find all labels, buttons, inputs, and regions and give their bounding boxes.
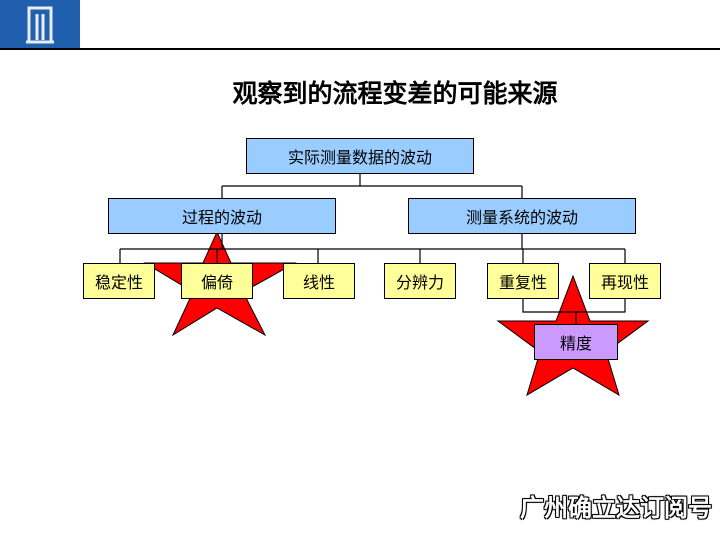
reproducibility-box: 再现性 bbox=[589, 263, 661, 299]
root-box: 实际测量数据的波动 bbox=[246, 138, 474, 174]
watermark: 广州确立达订阅号 bbox=[520, 494, 712, 522]
linearity-box: 线性 bbox=[283, 263, 355, 299]
repeatability-box: 重复性 bbox=[487, 263, 559, 299]
logo-icon bbox=[26, 6, 54, 44]
header-divider bbox=[0, 48, 720, 50]
process-variation-box: 过程的波动 bbox=[108, 198, 336, 234]
precision-box: 精度 bbox=[534, 324, 618, 360]
resolution-box: 分辨力 bbox=[384, 263, 456, 299]
stability-box: 稳定性 bbox=[83, 263, 155, 299]
page-title: 观察到的流程变差的可能来源 bbox=[232, 79, 558, 108]
connector-lines bbox=[119, 173, 626, 324]
bias-box: 偏倚 bbox=[181, 263, 253, 299]
measurement-system-box: 测量系统的波动 bbox=[408, 198, 636, 234]
logo bbox=[0, 0, 80, 48]
